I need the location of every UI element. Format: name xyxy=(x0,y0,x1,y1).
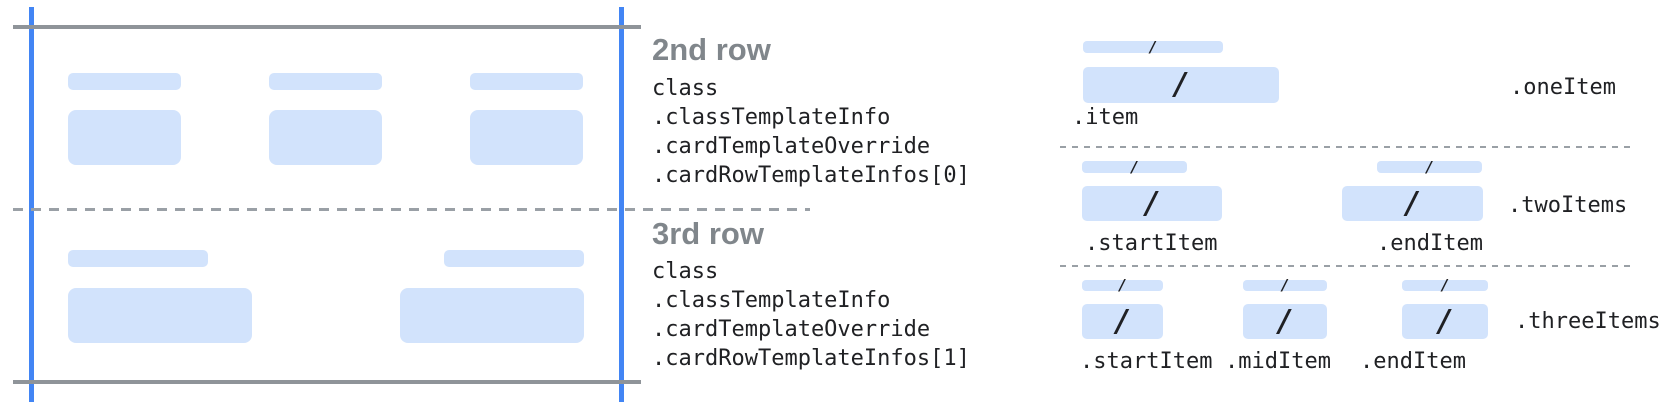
slash-separator-icon: / xyxy=(1424,157,1435,176)
miditem-field-label: .midItem xyxy=(1225,349,1331,374)
row2-code-path: class .classTemplateInfo .cardTemplateOv… xyxy=(652,74,970,190)
enditem-field-label: .endItem xyxy=(1360,349,1466,374)
row3-heading: 3rd row xyxy=(652,216,764,251)
startitem-field-label: .startItem xyxy=(1085,231,1218,256)
oneitem-label-bar: / xyxy=(1083,37,1223,56)
twoitems-start-value-bar: / xyxy=(1082,186,1222,221)
threeitems-start-value-bar: / xyxy=(1082,304,1163,339)
slash-separator-icon: / xyxy=(1117,276,1128,294)
slash-separator-icon: / xyxy=(1280,276,1290,294)
row2-code-line-4: .cardRowTemplateInfos[0] xyxy=(652,163,970,188)
row3-code-line-2: .classTemplateInfo xyxy=(652,288,891,313)
threeitems-end-label-bar: / xyxy=(1402,276,1488,294)
slash-separator-icon: / xyxy=(1435,303,1455,339)
card-right-edge-line xyxy=(619,7,624,402)
row3-item2-body-bar xyxy=(400,288,584,343)
row2-code-line-1: class xyxy=(652,76,719,101)
threeitems-mid-label-bar: / xyxy=(1243,276,1327,294)
twoitems-layout-label: .twoItems xyxy=(1508,193,1628,218)
slash-separator-icon: / xyxy=(1148,37,1158,56)
row3-code-path: class .classTemplateInfo .cardTemplateOv… xyxy=(652,257,970,373)
startitem-field-label: .startItem xyxy=(1080,349,1213,374)
template-divider-dashed-line-2 xyxy=(1060,265,1630,267)
row3-item2-title-bar xyxy=(444,250,584,267)
row2-code-line-2: .classTemplateInfo xyxy=(652,105,891,130)
twoitems-end-label-bar: / xyxy=(1377,157,1482,176)
threeitems-start-label-bar: / xyxy=(1082,276,1163,294)
slash-separator-icon: / xyxy=(1113,303,1132,339)
twoitems-end-value-bar: / xyxy=(1342,186,1483,221)
card-top-line xyxy=(13,25,641,29)
card-bottom-line xyxy=(13,380,641,384)
row3-code-line-4: .cardRowTemplateInfos[1] xyxy=(652,346,970,371)
row2-heading: 2nd row xyxy=(652,32,771,67)
slash-separator-icon: / xyxy=(1440,276,1450,294)
row2-item1-body-bar xyxy=(68,110,181,165)
oneitem-value-bar: / xyxy=(1083,67,1279,103)
row3-code-line-1: class xyxy=(652,259,719,284)
slash-separator-icon: / xyxy=(1142,185,1162,221)
threeitems-layout-label: .threeItems xyxy=(1515,309,1661,334)
row2-item3-title-bar xyxy=(470,73,583,90)
row3-item1-title-bar xyxy=(68,250,208,267)
card-left-edge-line xyxy=(29,7,34,402)
row3-item1-body-bar xyxy=(68,288,252,343)
row2-item3-body-bar xyxy=(470,110,583,165)
row2-item1-title-bar xyxy=(68,73,181,90)
threeitems-mid-value-bar: / xyxy=(1243,304,1327,339)
slash-separator-icon: / xyxy=(1403,185,1422,221)
slash-separator-icon: / xyxy=(1171,67,1191,102)
row2-code-line-3: .cardTemplateOverride xyxy=(652,134,931,159)
slash-separator-icon: / xyxy=(1275,303,1295,339)
row-divider-dashed-line xyxy=(13,208,810,211)
twoitems-start-label-bar: / xyxy=(1082,157,1187,176)
template-divider-dashed-line-1 xyxy=(1060,146,1630,148)
slash-separator-icon: / xyxy=(1129,157,1140,176)
item-field-label: .item xyxy=(1072,105,1139,130)
row2-item2-body-bar xyxy=(269,110,382,165)
row3-code-line-3: .cardTemplateOverride xyxy=(652,317,931,342)
threeitems-end-value-bar: / xyxy=(1402,304,1488,339)
row2-item2-title-bar xyxy=(269,73,382,90)
enditem-field-label: .endItem xyxy=(1377,231,1483,256)
oneitem-layout-label: .oneItem xyxy=(1510,75,1616,100)
